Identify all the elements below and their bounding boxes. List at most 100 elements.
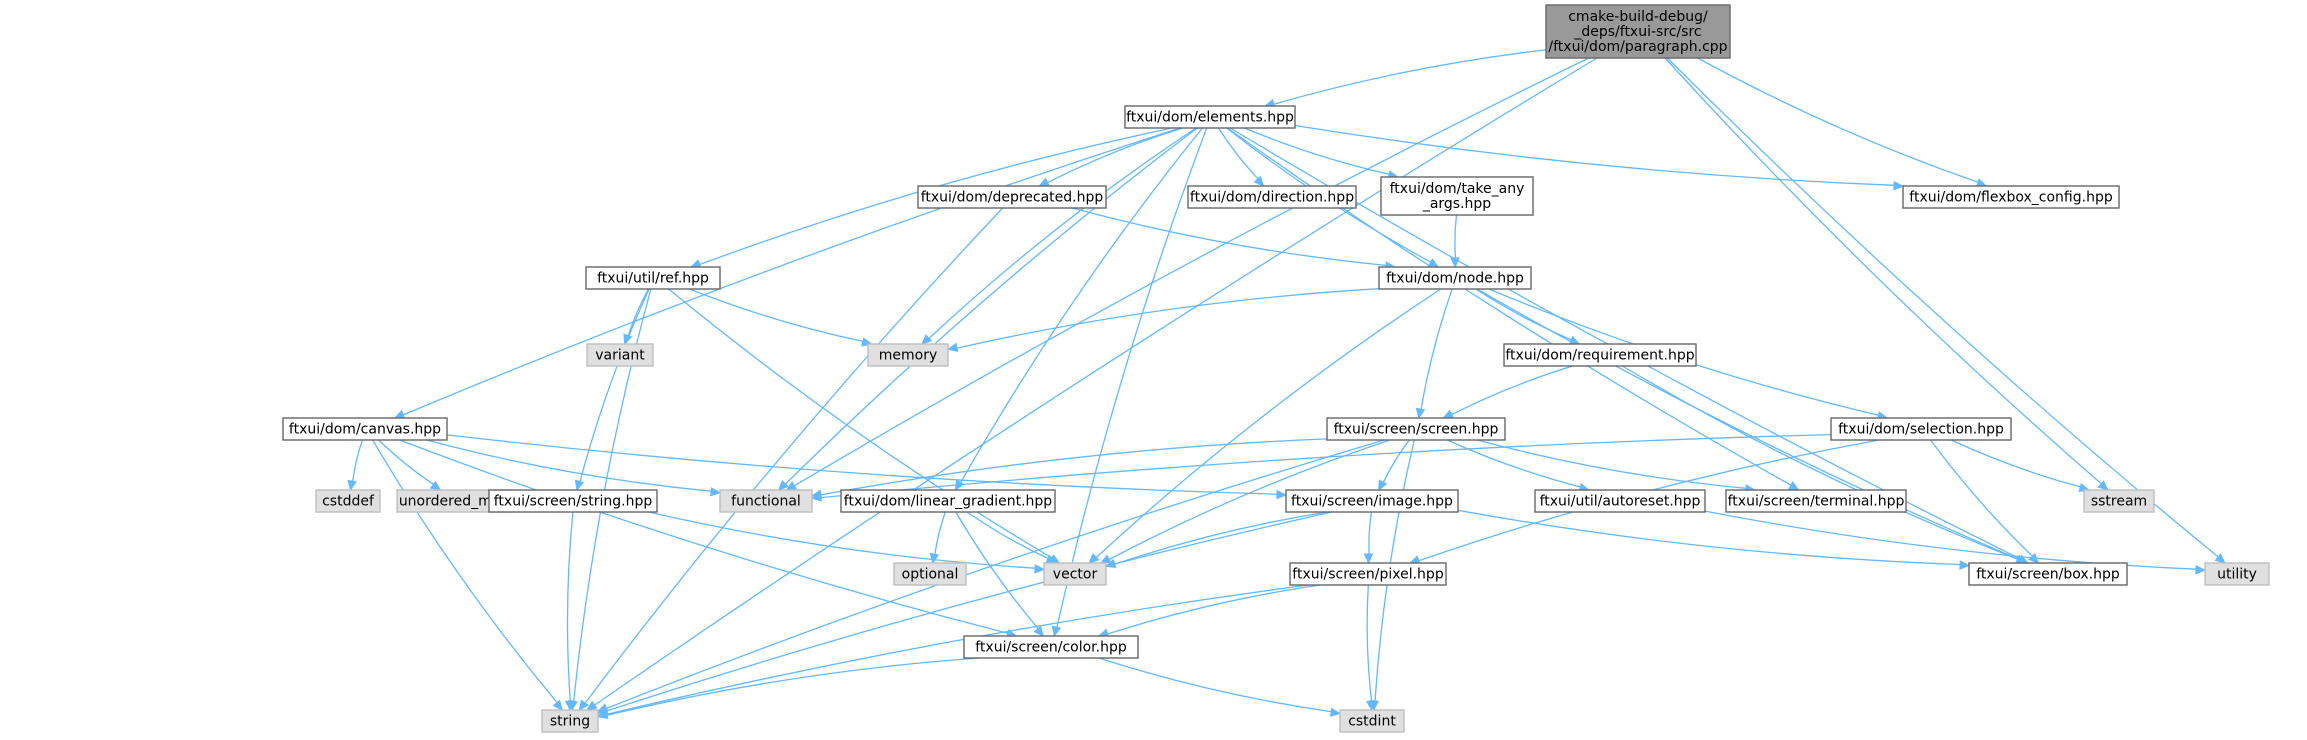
arrowhead-icon: [1378, 479, 1388, 492]
node-color[interactable]: ftxui/screen/color.hpp: [963, 635, 1139, 659]
arrowhead-icon: [578, 699, 589, 711]
arrowhead-icon: [1893, 181, 1905, 191]
node-label: ftxui/dom/deprecated.hpp: [921, 190, 1104, 206]
edge-line: [1476, 288, 2019, 560]
edge-line: [1047, 127, 1183, 184]
edge-line: [1114, 511, 1328, 565]
edge-line: [1476, 439, 1747, 490]
node-label: optional: [902, 567, 959, 583]
edge-ref-to-memory: [689, 288, 873, 347]
node-pixel[interactable]: ftxui/screen/pixel.hpp: [1289, 562, 1447, 586]
edge-paragraph-to-sstream: [1664, 57, 2109, 491]
arrowhead-icon: [1415, 407, 1426, 420]
node-label: ftxui/util/ref.hpp: [597, 271, 709, 287]
edge-sstring-to-string: [564, 511, 575, 712]
arrowhead-icon: [710, 487, 722, 497]
edge-line: [820, 433, 1832, 499]
node-box[interactable]: ftxui/screen/box.hpp: [1968, 562, 2128, 586]
node-flexbox[interactable]: ftxui/dom/flexbox_config.hpp: [1902, 185, 2120, 209]
node-autoreset[interactable]: ftxui/util/autoreset.hpp: [1534, 489, 1706, 513]
edge-line: [1704, 510, 2197, 570]
node-elements[interactable]: ftxui/dom/elements.hpp: [1124, 105, 1296, 129]
node-linear_gradient[interactable]: ftxui/dom/linear_gradient.hpp: [840, 489, 1056, 513]
node-box: [586, 343, 654, 367]
edge-elements-to-functional: [777, 127, 1198, 491]
edge-canvas-to-cstddef: [347, 439, 364, 492]
node-requirement[interactable]: ftxui/dom/requirement.hpp: [1503, 343, 1697, 367]
node-box: [867, 343, 949, 367]
node-box: [1124, 105, 1296, 129]
edge-line: [955, 511, 1039, 630]
node-label: ftxui/dom/requirement.hpp: [1505, 348, 1694, 364]
node-deprecated[interactable]: ftxui/dom/deprecated.hpp: [917, 185, 1107, 209]
node-cstdint: cstdint: [1339, 709, 1405, 733]
arrowhead-icon: [1099, 554, 1112, 564]
arrowhead-icon: [1329, 707, 1342, 717]
edge-line: [648, 511, 1036, 569]
node-screen[interactable]: ftxui/screen/screen.hpp: [1326, 417, 1506, 441]
edge-line: [820, 438, 1328, 496]
node-ref[interactable]: ftxui/util/ref.hpp: [585, 266, 721, 290]
edge-line: [1273, 49, 1547, 105]
arrowhead-icon: [1959, 560, 1971, 570]
edges-layer: [347, 49, 2226, 720]
node-label: ftxui/screen/pixel.hpp: [1292, 567, 1444, 583]
node-canvas[interactable]: ftxui/dom/canvas.hpp: [282, 417, 448, 441]
edge-take_any-to-node: [1450, 214, 1460, 269]
arrowhead-icon: [1442, 409, 1454, 419]
node-image[interactable]: ftxui/screen/image.hpp: [1285, 489, 1459, 513]
edge-color-to-cstdint: [1098, 657, 1342, 717]
node-box: [719, 489, 813, 513]
edge-paragraph-to-elements: [1263, 49, 1547, 109]
node-selection[interactable]: ftxui/dom/selection.hpp: [1830, 417, 2012, 441]
node-label: functional: [731, 494, 801, 510]
edge-node-to-screen: [1415, 288, 1453, 420]
arrowhead-icon: [1038, 177, 1050, 187]
edge-line: [1951, 439, 2081, 488]
arrowhead-icon: [2097, 480, 2109, 491]
arrowhead-icon: [777, 479, 789, 491]
node-sstream: sstream: [2083, 489, 2155, 513]
node-box: [488, 489, 658, 513]
edge-line: [1697, 57, 1979, 183]
nodes-layer: cmake-build-debug/_deps/ftxui-src/src/ft…: [282, 4, 2270, 733]
node-memory: memory: [867, 343, 949, 367]
arrowhead-icon: [564, 700, 575, 712]
edge-elements-to-direction: [1217, 127, 1265, 187]
node-node[interactable]: ftxui/dom/node.hpp: [1378, 266, 1532, 290]
edge-screen-to-string: [596, 439, 1385, 713]
node-box: [1830, 417, 2012, 441]
node-box: [1380, 176, 1534, 216]
edge-line: [966, 511, 1049, 560]
node-direction[interactable]: ftxui/dom/direction.hpp: [1187, 185, 1357, 209]
edge-selection-to-sstream: [1951, 439, 2090, 493]
edge-pixel-to-string: [596, 584, 1309, 719]
edge-selection-to-functional: [810, 433, 1832, 502]
node-box: [1187, 185, 1357, 209]
node-box: [893, 562, 967, 586]
edge-line: [1107, 584, 1321, 635]
edge-elements-to-canvas: [393, 127, 1181, 419]
arrowhead-icon: [1051, 625, 1062, 638]
node-label: unordered_map: [399, 494, 509, 510]
edge-line: [785, 127, 1198, 485]
node-take_any[interactable]: ftxui/dom/take_any_args.hpp: [1380, 176, 1534, 216]
node-label: _deps/ftxui-src/src: [1573, 24, 1701, 40]
node-terminal[interactable]: ftxui/screen/terminal.hpp: [1725, 489, 1907, 513]
node-box: [963, 635, 1139, 659]
edge-line: [1622, 365, 2018, 560]
edge-line: [1072, 207, 1387, 267]
arrowhead-icon: [596, 709, 609, 720]
edge-line: [378, 439, 434, 485]
arrowhead-icon: [2195, 565, 2207, 575]
edge-line: [1420, 288, 1453, 410]
node-box: [2083, 489, 2155, 513]
edge-line: [668, 288, 1053, 559]
node-sstring[interactable]: ftxui/screen/string.hpp: [488, 489, 658, 513]
edge-pixel-to-cstdint: [1365, 584, 1376, 712]
arrowhead-icon: [585, 700, 598, 711]
edge-deprecated-to-string: [578, 207, 1004, 711]
node-box: [1725, 489, 1907, 513]
node-utility: utility: [2204, 562, 2270, 586]
arrowhead-icon: [393, 409, 406, 419]
